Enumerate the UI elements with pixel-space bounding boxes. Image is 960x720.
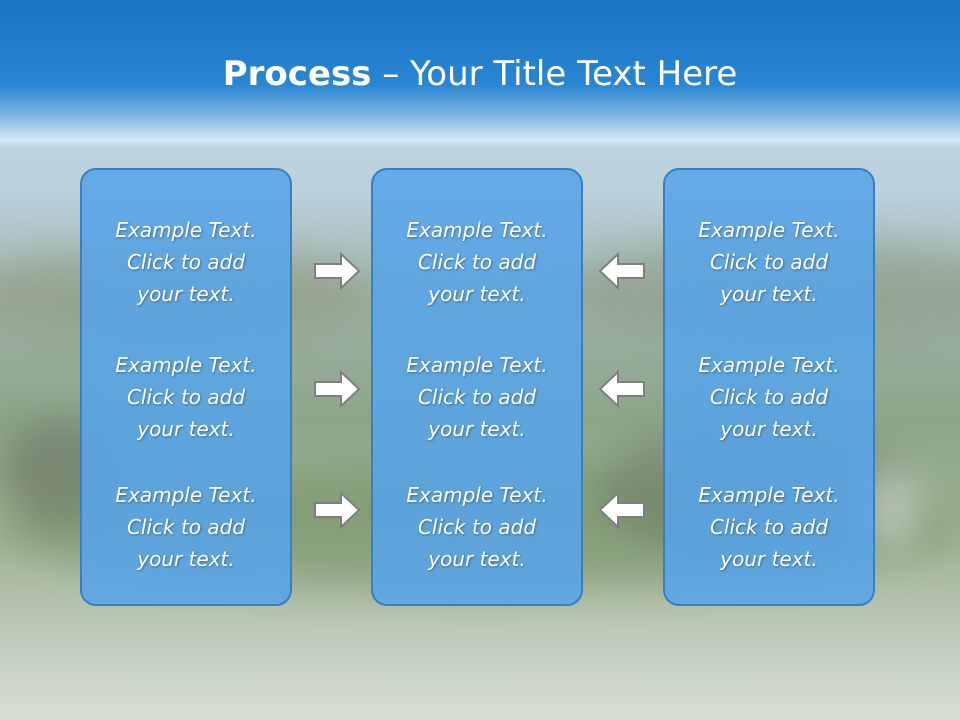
panel-right-text-2[interactable]: Example Text. Click to add your text.: [698, 353, 840, 441]
arrow-left-icon: [598, 369, 645, 409]
arrow-right-icon: [314, 490, 361, 530]
arrow-right-icon: [314, 369, 361, 409]
arrow-left-icon: [598, 490, 645, 530]
panel-right[interactable]: Example Text. Click to add your text. Ex…: [663, 168, 875, 606]
panel-center-text-1[interactable]: Example Text. Click to add your text.: [406, 218, 548, 306]
title-rest: – Your Title Text Here: [371, 54, 738, 94]
panel-left[interactable]: Example Text. Click to add your text. Ex…: [80, 168, 292, 606]
arrow-right-icon: [314, 251, 361, 291]
slide-title[interactable]: Process – Your Title Text Here: [0, 52, 960, 96]
panel-center[interactable]: Example Text. Click to add your text. Ex…: [371, 168, 583, 606]
arrow-left-icon: [598, 251, 645, 291]
panel-right-text-3[interactable]: Example Text. Click to add your text.: [698, 483, 840, 571]
panel-right-text-1[interactable]: Example Text. Click to add your text.: [698, 218, 840, 306]
panel-left-text-1[interactable]: Example Text. Click to add your text.: [115, 218, 257, 306]
panel-left-text-2[interactable]: Example Text. Click to add your text.: [115, 353, 257, 441]
panel-center-text-3[interactable]: Example Text. Click to add your text.: [406, 483, 548, 571]
title-bar: Process – Your Title Text Here: [0, 0, 960, 148]
panel-left-text-3[interactable]: Example Text. Click to add your text.: [115, 483, 257, 571]
panel-center-text-2[interactable]: Example Text. Click to add your text.: [406, 353, 548, 441]
title-bold: Process: [222, 54, 372, 94]
